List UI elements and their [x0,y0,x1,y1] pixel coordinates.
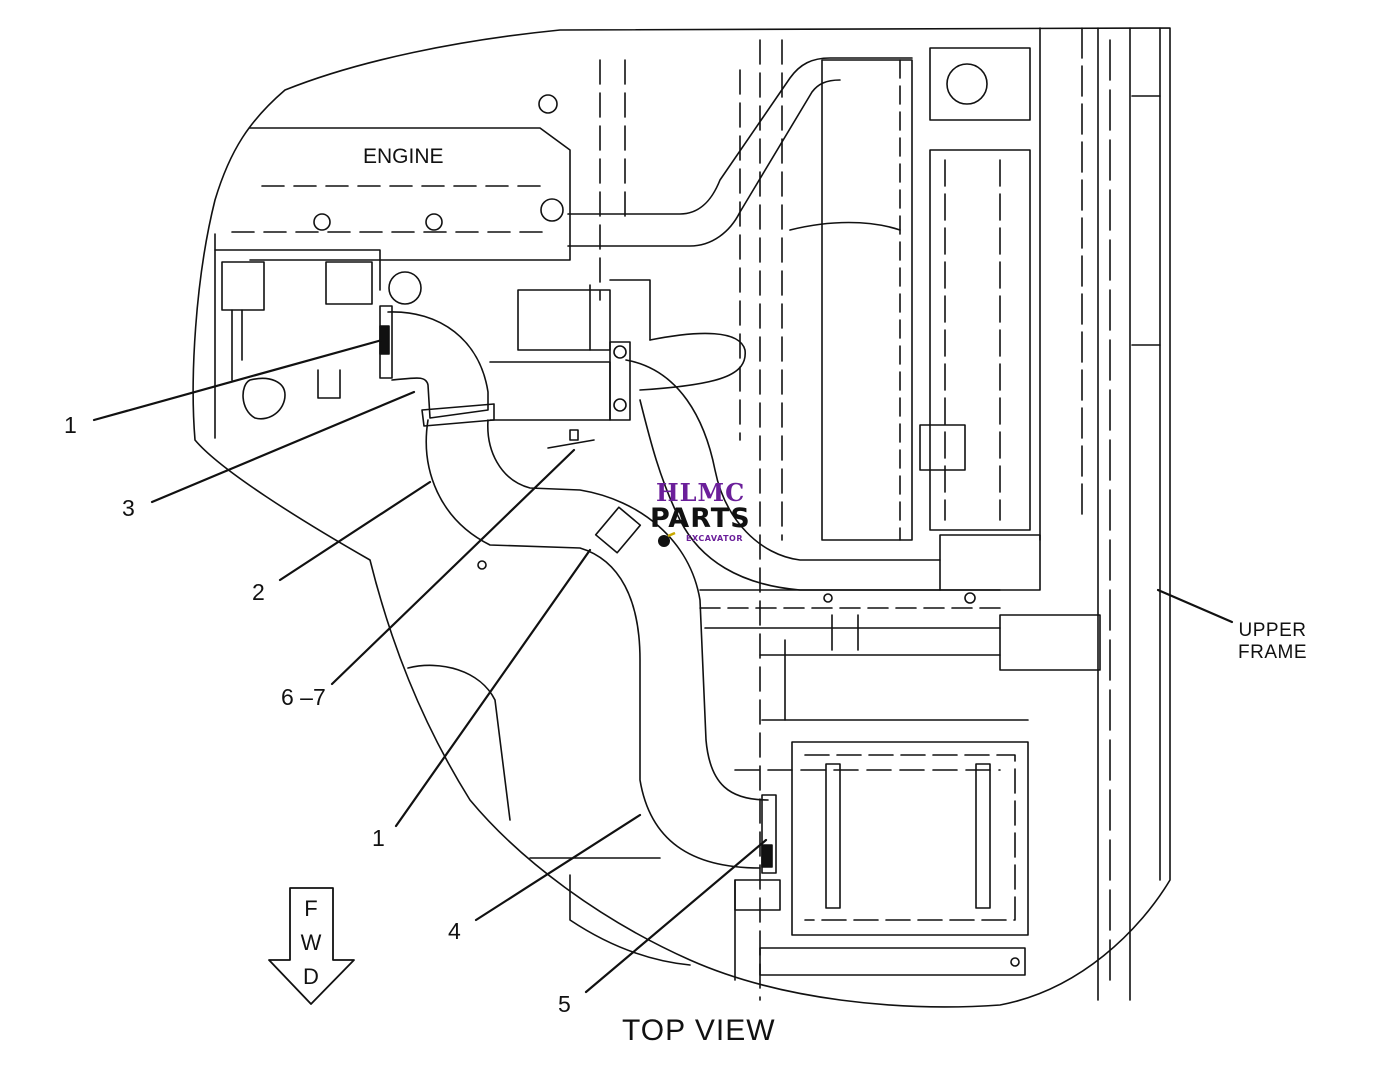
fwd-letter-f: F [304,896,318,921]
leader-lines [92,338,1234,994]
upper-frame-rails [1039,27,1161,1001]
watermark-excavator: EXCAVATOR [686,534,744,543]
clamp-6-7 [547,429,642,554]
view-title: TOP VIEW [622,1014,776,1047]
hose-2 [425,419,761,869]
callout-6-7: 6 –7 [281,684,326,710]
fwd-letter-w: W [300,930,322,955]
clamp-5 [761,794,777,874]
center-bracket [489,279,746,421]
callout-4: 4 [448,918,461,944]
mid-bracket [699,534,1101,671]
engine-block [214,94,571,439]
hidden-lines [599,39,1001,1001]
callout-3: 3 [122,495,135,521]
fwd-letter-d: D [303,964,319,989]
lower-tank [759,719,1029,976]
fwd-arrow-outline [268,887,355,1005]
watermark-hlmc: HLMC [656,478,746,507]
cooler-unit [789,47,1031,541]
callout-2: 2 [252,579,265,605]
upper-tube [567,57,913,215]
engine-label: ENGINE [363,145,444,168]
view-boundary [192,27,1171,1008]
lower-structure [407,560,859,981]
upper-frame-label: UPPER FRAME [1238,620,1307,664]
callout-5: 5 [558,991,571,1017]
callout-1-bottom: 1 [372,825,385,851]
callout-1-top: 1 [64,412,77,438]
watermark-parts: PARTS [650,503,751,534]
hose-4 [625,359,941,561]
upper-frame-label-line1: UPPER [1238,620,1307,641]
upper-frame-label-line2: FRAME [1238,641,1307,663]
watermark-excavator-icon [658,532,676,547]
outlet-elbow-hose [379,305,495,427]
